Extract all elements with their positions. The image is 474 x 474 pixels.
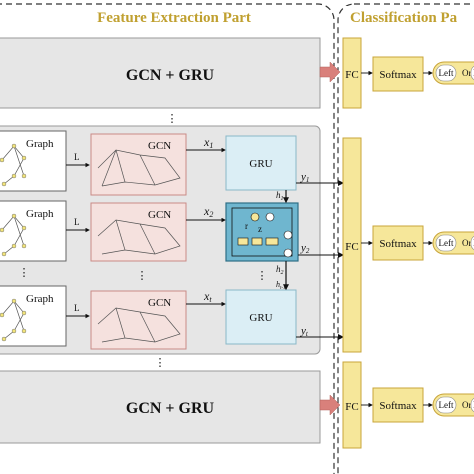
gate-r: r xyxy=(245,221,248,231)
svg-text:Or: Or xyxy=(462,238,472,248)
svg-text:Graph: Graph xyxy=(26,138,54,150)
ellipsis-graph: ⋮ xyxy=(19,267,30,279)
softmax-middle: Softmax xyxy=(372,225,424,261)
classification-panel xyxy=(337,3,474,474)
svg-text:Left: Left xyxy=(439,400,454,410)
svg-text:Softmax: Softmax xyxy=(379,400,417,412)
gcn-box-t: GCN xyxy=(90,290,187,350)
y1-label: y1 xyxy=(300,171,309,184)
output-bottom: Left Or R xyxy=(432,393,474,417)
output-top: Left Or R xyxy=(432,61,474,85)
gate-z: z xyxy=(258,224,262,234)
gcn-gru-top-block xyxy=(0,37,321,109)
x2-label: x2 xyxy=(203,204,213,219)
ht1-label: ht-1 xyxy=(276,280,286,291)
output-middle: Left Or R xyxy=(432,231,474,255)
ellipsis-top: ⋮ xyxy=(167,113,178,125)
svg-text:FC: FC xyxy=(345,241,358,253)
svg-text:Graph: Graph xyxy=(26,293,54,305)
y2-label: y2 xyxy=(300,242,310,255)
fc-top: FC xyxy=(342,37,362,109)
svg-text:Left: Left xyxy=(439,68,454,78)
svg-text:GCN: GCN xyxy=(148,297,171,309)
graph-box-1: Graph xyxy=(0,130,67,192)
svg-text:GRU: GRU xyxy=(249,312,272,324)
fc-bottom: FC xyxy=(342,361,362,449)
softmax-bottom: Softmax xyxy=(372,387,424,423)
gcn-gru-bottom-label: GCN + GRU xyxy=(126,400,215,417)
ellipsis-gru: ⋮ xyxy=(257,270,268,282)
svg-text:GRU: GRU xyxy=(249,158,272,170)
softmax-top: Softmax xyxy=(372,56,424,92)
yt-label: yt xyxy=(300,325,309,338)
svg-text:Or: Or xyxy=(462,68,472,78)
feature-extraction-title: Feature Extraction Part xyxy=(97,10,251,26)
svg-text:Softmax: Softmax xyxy=(379,238,417,250)
x1-label: x1 xyxy=(203,135,213,150)
fc-middle: FC xyxy=(342,137,362,353)
h1-label: h1 xyxy=(276,190,284,202)
arrow-bottom-to-fc xyxy=(319,394,341,416)
gru-box-1: GRU xyxy=(225,135,297,191)
svg-text:FC: FC xyxy=(345,69,358,81)
gru-cell-2: r z xyxy=(225,202,299,262)
svg-text:Graph: Graph xyxy=(26,208,54,220)
graph-box-2: Graph xyxy=(0,200,67,262)
arrow-top-to-fc xyxy=(319,61,341,83)
svg-text:FC: FC xyxy=(345,401,358,413)
edge-label-t: L xyxy=(74,303,80,313)
gcn-gru-top-label: GCN + GRU xyxy=(126,67,215,84)
xt-label: xt xyxy=(203,289,212,304)
svg-text:GCN: GCN xyxy=(148,209,171,221)
h2-label: h2 xyxy=(276,264,284,276)
ellipsis-gcn-bottom: ⋮ xyxy=(155,357,166,369)
svg-text:Or: Or xyxy=(462,400,472,410)
ellipsis-gcn: ⋮ xyxy=(137,270,148,282)
svg-text:GCN: GCN xyxy=(148,140,171,152)
svg-text:Softmax: Softmax xyxy=(379,69,417,81)
svg-text:Left: Left xyxy=(439,238,454,248)
graph-box-t: Graph xyxy=(0,285,67,347)
gru-box-t: GRU xyxy=(225,289,297,345)
gcn-gru-bottom-block xyxy=(0,370,321,444)
gcn-box-1: GCN xyxy=(90,133,187,196)
feature-extraction-panel xyxy=(0,3,335,474)
gcn-box-2: GCN xyxy=(90,202,187,262)
classification-title: Classification Pa xyxy=(350,10,458,26)
edge-label-1: L xyxy=(74,152,80,162)
edge-label-2: L xyxy=(74,217,80,227)
